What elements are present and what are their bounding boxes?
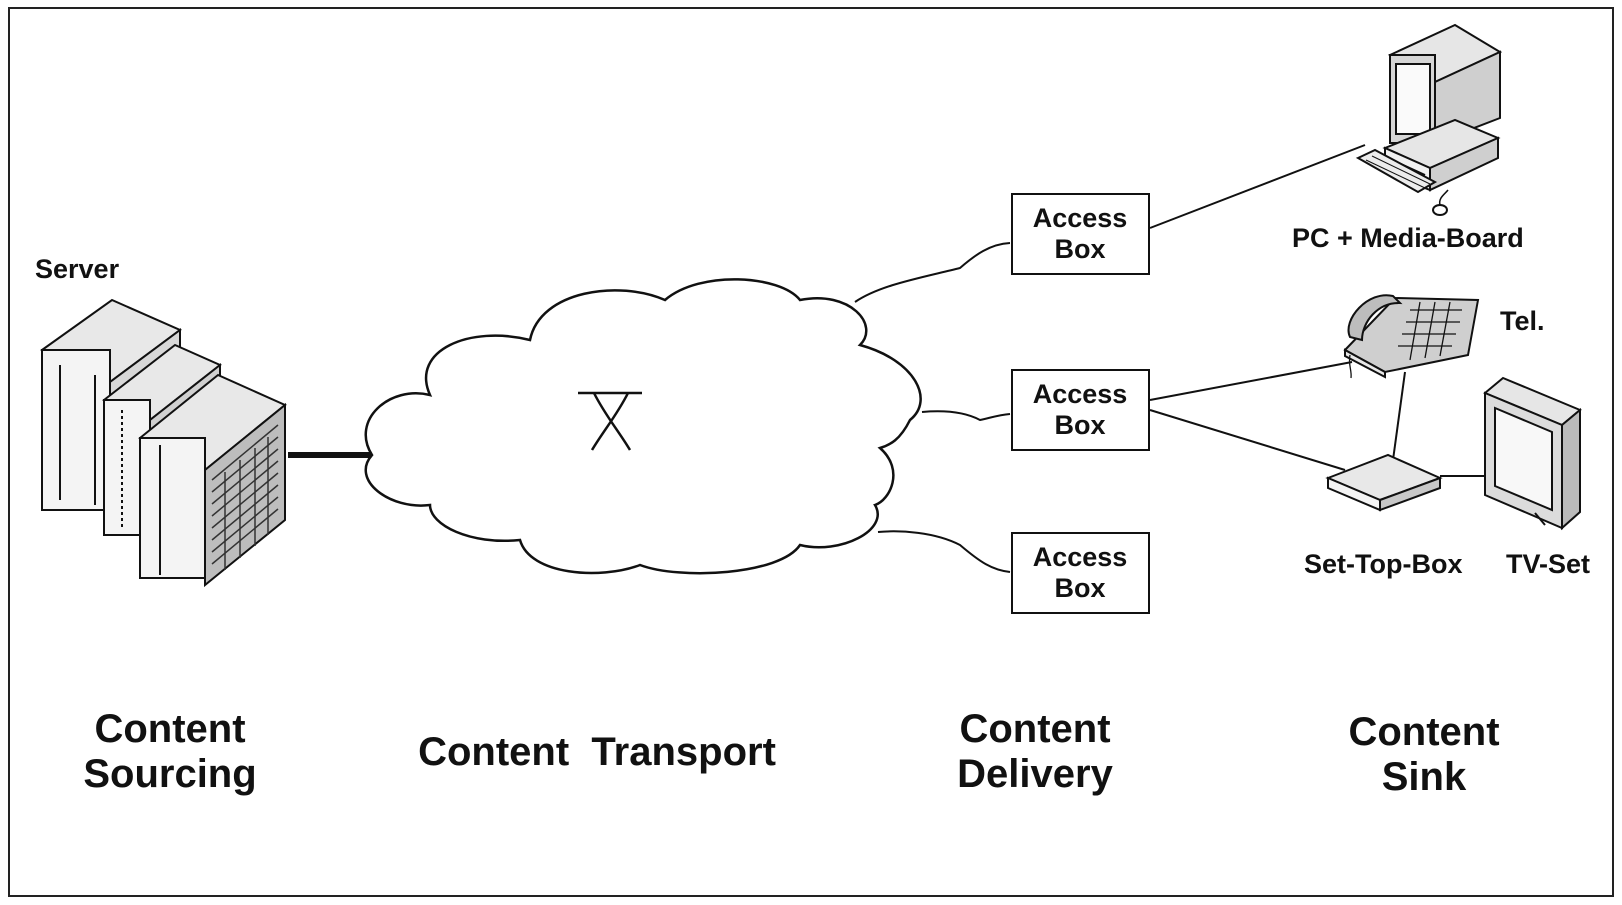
diagram-border	[8, 7, 1614, 897]
access-box-3-line1: Access	[1033, 542, 1128, 572]
access-box-2-line2: Box	[1054, 410, 1105, 440]
tv-label: TV-Set	[1506, 549, 1590, 579]
stage-sourcing-line2: Sourcing	[83, 752, 256, 796]
link-access-box-1	[854, 242, 1011, 303]
network-cloud-icon	[364, 278, 922, 575]
link-stb	[1149, 409, 1346, 471]
access-box-2: Access Box	[1011, 369, 1150, 451]
pc-label: PC + Media-Board	[1292, 223, 1524, 253]
link-access-box-3	[877, 530, 1011, 573]
telephone-icon	[1343, 294, 1480, 379]
access-box-1: Access Box	[1011, 193, 1150, 275]
stb-label: Set-Top-Box	[1304, 549, 1462, 579]
set-top-box-icon	[1325, 453, 1443, 512]
access-box-1-line2: Box	[1054, 234, 1105, 264]
stage-sink-line1: Content	[1348, 710, 1499, 754]
switch-icon	[578, 391, 642, 451]
access-box-1-line1: Access	[1033, 203, 1128, 233]
link-pc	[1149, 144, 1366, 229]
stage-delivery-line2: Delivery	[957, 752, 1113, 796]
access-box-3: Access Box	[1011, 532, 1150, 614]
server-label: Server	[35, 254, 120, 284]
sink-links	[1149, 144, 1492, 477]
tel-label: Tel.	[1500, 306, 1545, 336]
server-icon	[40, 298, 287, 588]
delivery-links	[854, 242, 1011, 573]
link-tel-stb	[1392, 371, 1406, 461]
stage-sourcing-line1: Content	[94, 707, 245, 751]
link-access-box-2	[921, 410, 1011, 422]
pc-icon	[1355, 23, 1503, 216]
tv-icon	[1483, 376, 1582, 531]
stage-transport: Content Transport	[418, 730, 776, 774]
access-box-3-line2: Box	[1054, 573, 1105, 603]
link-tel	[1149, 361, 1353, 401]
access-box-2-line1: Access	[1033, 379, 1128, 409]
stage-delivery-line1: Content	[959, 707, 1110, 751]
stage-sink-line2: Sink	[1382, 755, 1467, 799]
